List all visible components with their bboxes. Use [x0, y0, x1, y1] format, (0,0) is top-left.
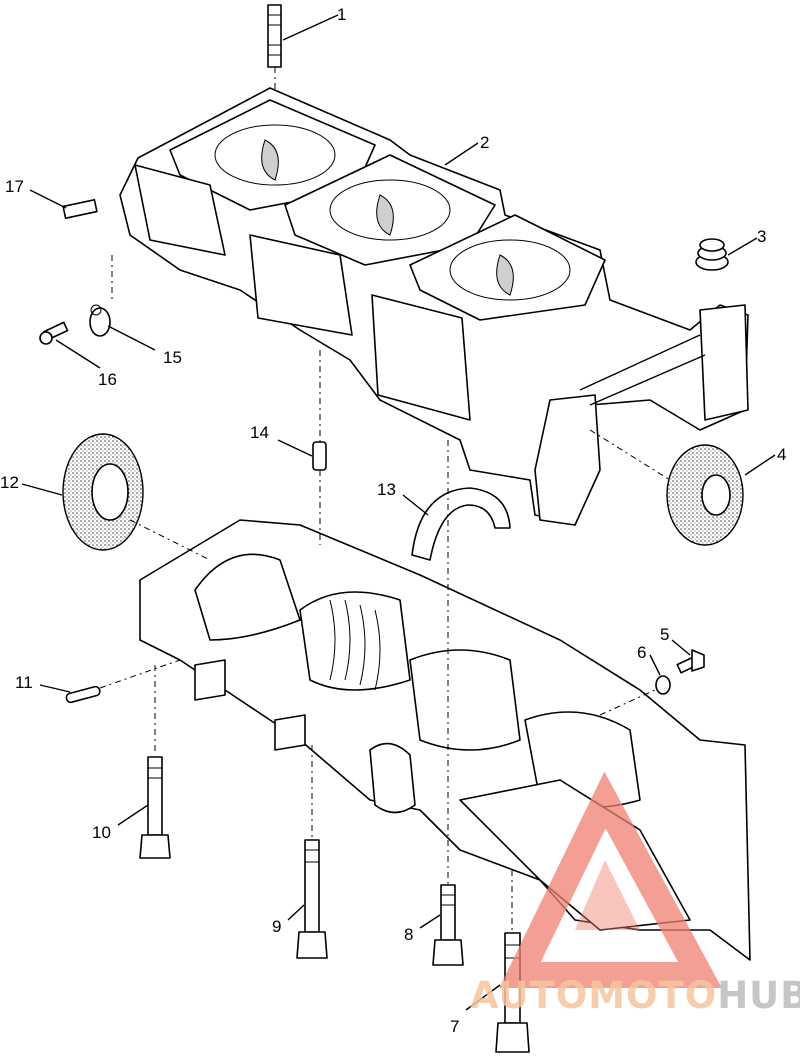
bolt-9	[296, 745, 328, 959]
callout-15: 15	[163, 348, 182, 367]
stud-1	[267, 4, 282, 90]
triangle-logo-icon	[499, 771, 722, 988]
callout-7: 7	[450, 1017, 459, 1036]
seal-4	[589, 429, 744, 546]
callout-16: 16	[98, 370, 117, 389]
seal-12	[62, 433, 211, 561]
leader-lines	[21, 14, 776, 1011]
washer-15	[89, 304, 111, 337]
screw-16	[39, 321, 69, 345]
callout-11: 11	[15, 673, 33, 692]
watermark-logo	[499, 771, 722, 988]
callout-6: 6	[637, 643, 646, 662]
callout-2: 2	[480, 133, 489, 152]
callout-9: 9	[272, 917, 281, 936]
callout-4: 4	[777, 445, 786, 464]
callout-10: 10	[92, 823, 111, 842]
watermark-part1: AUTOMOTO	[470, 974, 717, 1017]
stud-17	[62, 199, 113, 300]
callout-labels: 1 2 3 4 5 6 7 8 9 10 11 12 13 14 15 16 1…	[0, 5, 786, 1036]
callout-8: 8	[404, 925, 413, 944]
callout-3: 3	[757, 227, 766, 246]
watermark-text: AUTOMOTOHUB	[470, 974, 800, 1017]
callout-13: 13	[377, 480, 396, 499]
plug-3	[695, 238, 729, 271]
bolt-8	[432, 440, 464, 966]
callout-14: 14	[250, 423, 269, 442]
callout-1: 1	[337, 5, 346, 24]
callout-17: 17	[5, 177, 24, 196]
dowel-14	[312, 350, 327, 545]
callout-12: 12	[0, 473, 19, 492]
pin-11	[65, 659, 181, 704]
washer-6	[599, 675, 671, 716]
watermark-part2: HUB	[717, 974, 800, 1017]
bolt-5	[676, 649, 705, 674]
bearing-shell-13	[411, 487, 511, 561]
bolt-10	[139, 665, 171, 859]
callout-5: 5	[660, 625, 669, 644]
upper-crankcase	[119, 87, 749, 526]
